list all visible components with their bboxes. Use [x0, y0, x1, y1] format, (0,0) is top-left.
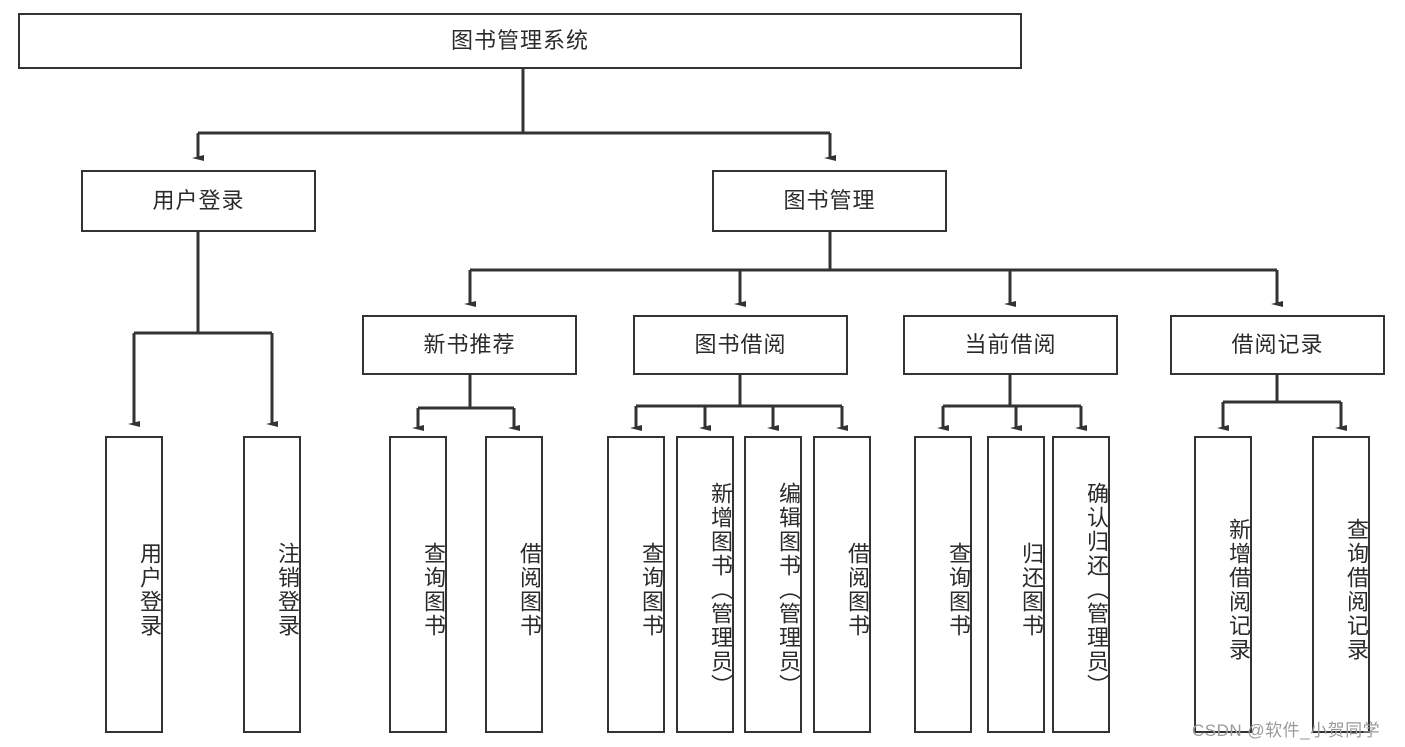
node-book-management[interactable]: 图书管理 — [712, 170, 947, 232]
leaf-query-book-recommend[interactable]: 查询图书 — [389, 436, 447, 733]
leaf-query-borrow-record[interactable]: 查询借阅记录 — [1312, 436, 1370, 733]
node-label: 注销登录 — [275, 541, 300, 638]
leaf-edit-book-admin[interactable]: 编辑图书（管理员） — [744, 436, 802, 733]
leaf-query-book-current[interactable]: 查询图书 — [914, 436, 972, 733]
node-user-login[interactable]: 用户登录 — [81, 170, 316, 232]
node-label: 借阅图书 — [517, 541, 542, 638]
node-current-borrow[interactable]: 当前借阅 — [903, 315, 1118, 375]
node-label: 查询借阅记录 — [1344, 517, 1369, 662]
node-label: 图书管理系统 — [450, 27, 589, 53]
node-label: 图书借阅 — [694, 331, 787, 357]
node-label: 新增借阅记录 — [1226, 517, 1251, 662]
node-label: 编辑图书（管理员） — [776, 481, 801, 698]
node-new-book-recommend[interactable]: 新书推荐 — [362, 315, 577, 375]
node-label: 图书管理 — [783, 187, 876, 213]
node-label: 用户登录 — [137, 541, 162, 638]
node-label: 确认归还（管理员） — [1084, 481, 1109, 698]
leaf-confirm-return-admin[interactable]: 确认归还（管理员） — [1052, 436, 1110, 733]
node-book-borrow[interactable]: 图书借阅 — [633, 315, 848, 375]
node-borrow-records[interactable]: 借阅记录 — [1170, 315, 1385, 375]
leaf-user-login[interactable]: 用户登录 — [105, 436, 163, 733]
node-label: 查询图书 — [639, 541, 664, 638]
leaf-query-book-borrow[interactable]: 查询图书 — [607, 436, 665, 733]
node-root-system[interactable]: 图书管理系统 — [18, 13, 1022, 69]
node-label: 查询图书 — [421, 541, 446, 638]
node-label: 新增图书（管理员） — [708, 481, 733, 698]
node-label: 用户登录 — [152, 187, 245, 213]
leaf-logout[interactable]: 注销登录 — [243, 436, 301, 733]
node-label: 查询图书 — [946, 541, 971, 638]
node-label: 新书推荐 — [423, 331, 516, 357]
leaf-add-book-admin[interactable]: 新增图书（管理员） — [676, 436, 734, 733]
leaf-add-borrow-record[interactable]: 新增借阅记录 — [1194, 436, 1252, 733]
node-label: 借阅记录 — [1231, 331, 1324, 357]
node-label: 借阅图书 — [845, 541, 870, 638]
csdn-watermark: CSDN @软件_小贺同学 — [1192, 721, 1381, 740]
leaf-return-book[interactable]: 归还图书 — [987, 436, 1045, 733]
node-label: 归还图书 — [1019, 541, 1044, 638]
node-label: 当前借阅 — [964, 331, 1057, 357]
leaf-borrow-book-recommend[interactable]: 借阅图书 — [485, 436, 543, 733]
leaf-borrow-book[interactable]: 借阅图书 — [813, 436, 871, 733]
